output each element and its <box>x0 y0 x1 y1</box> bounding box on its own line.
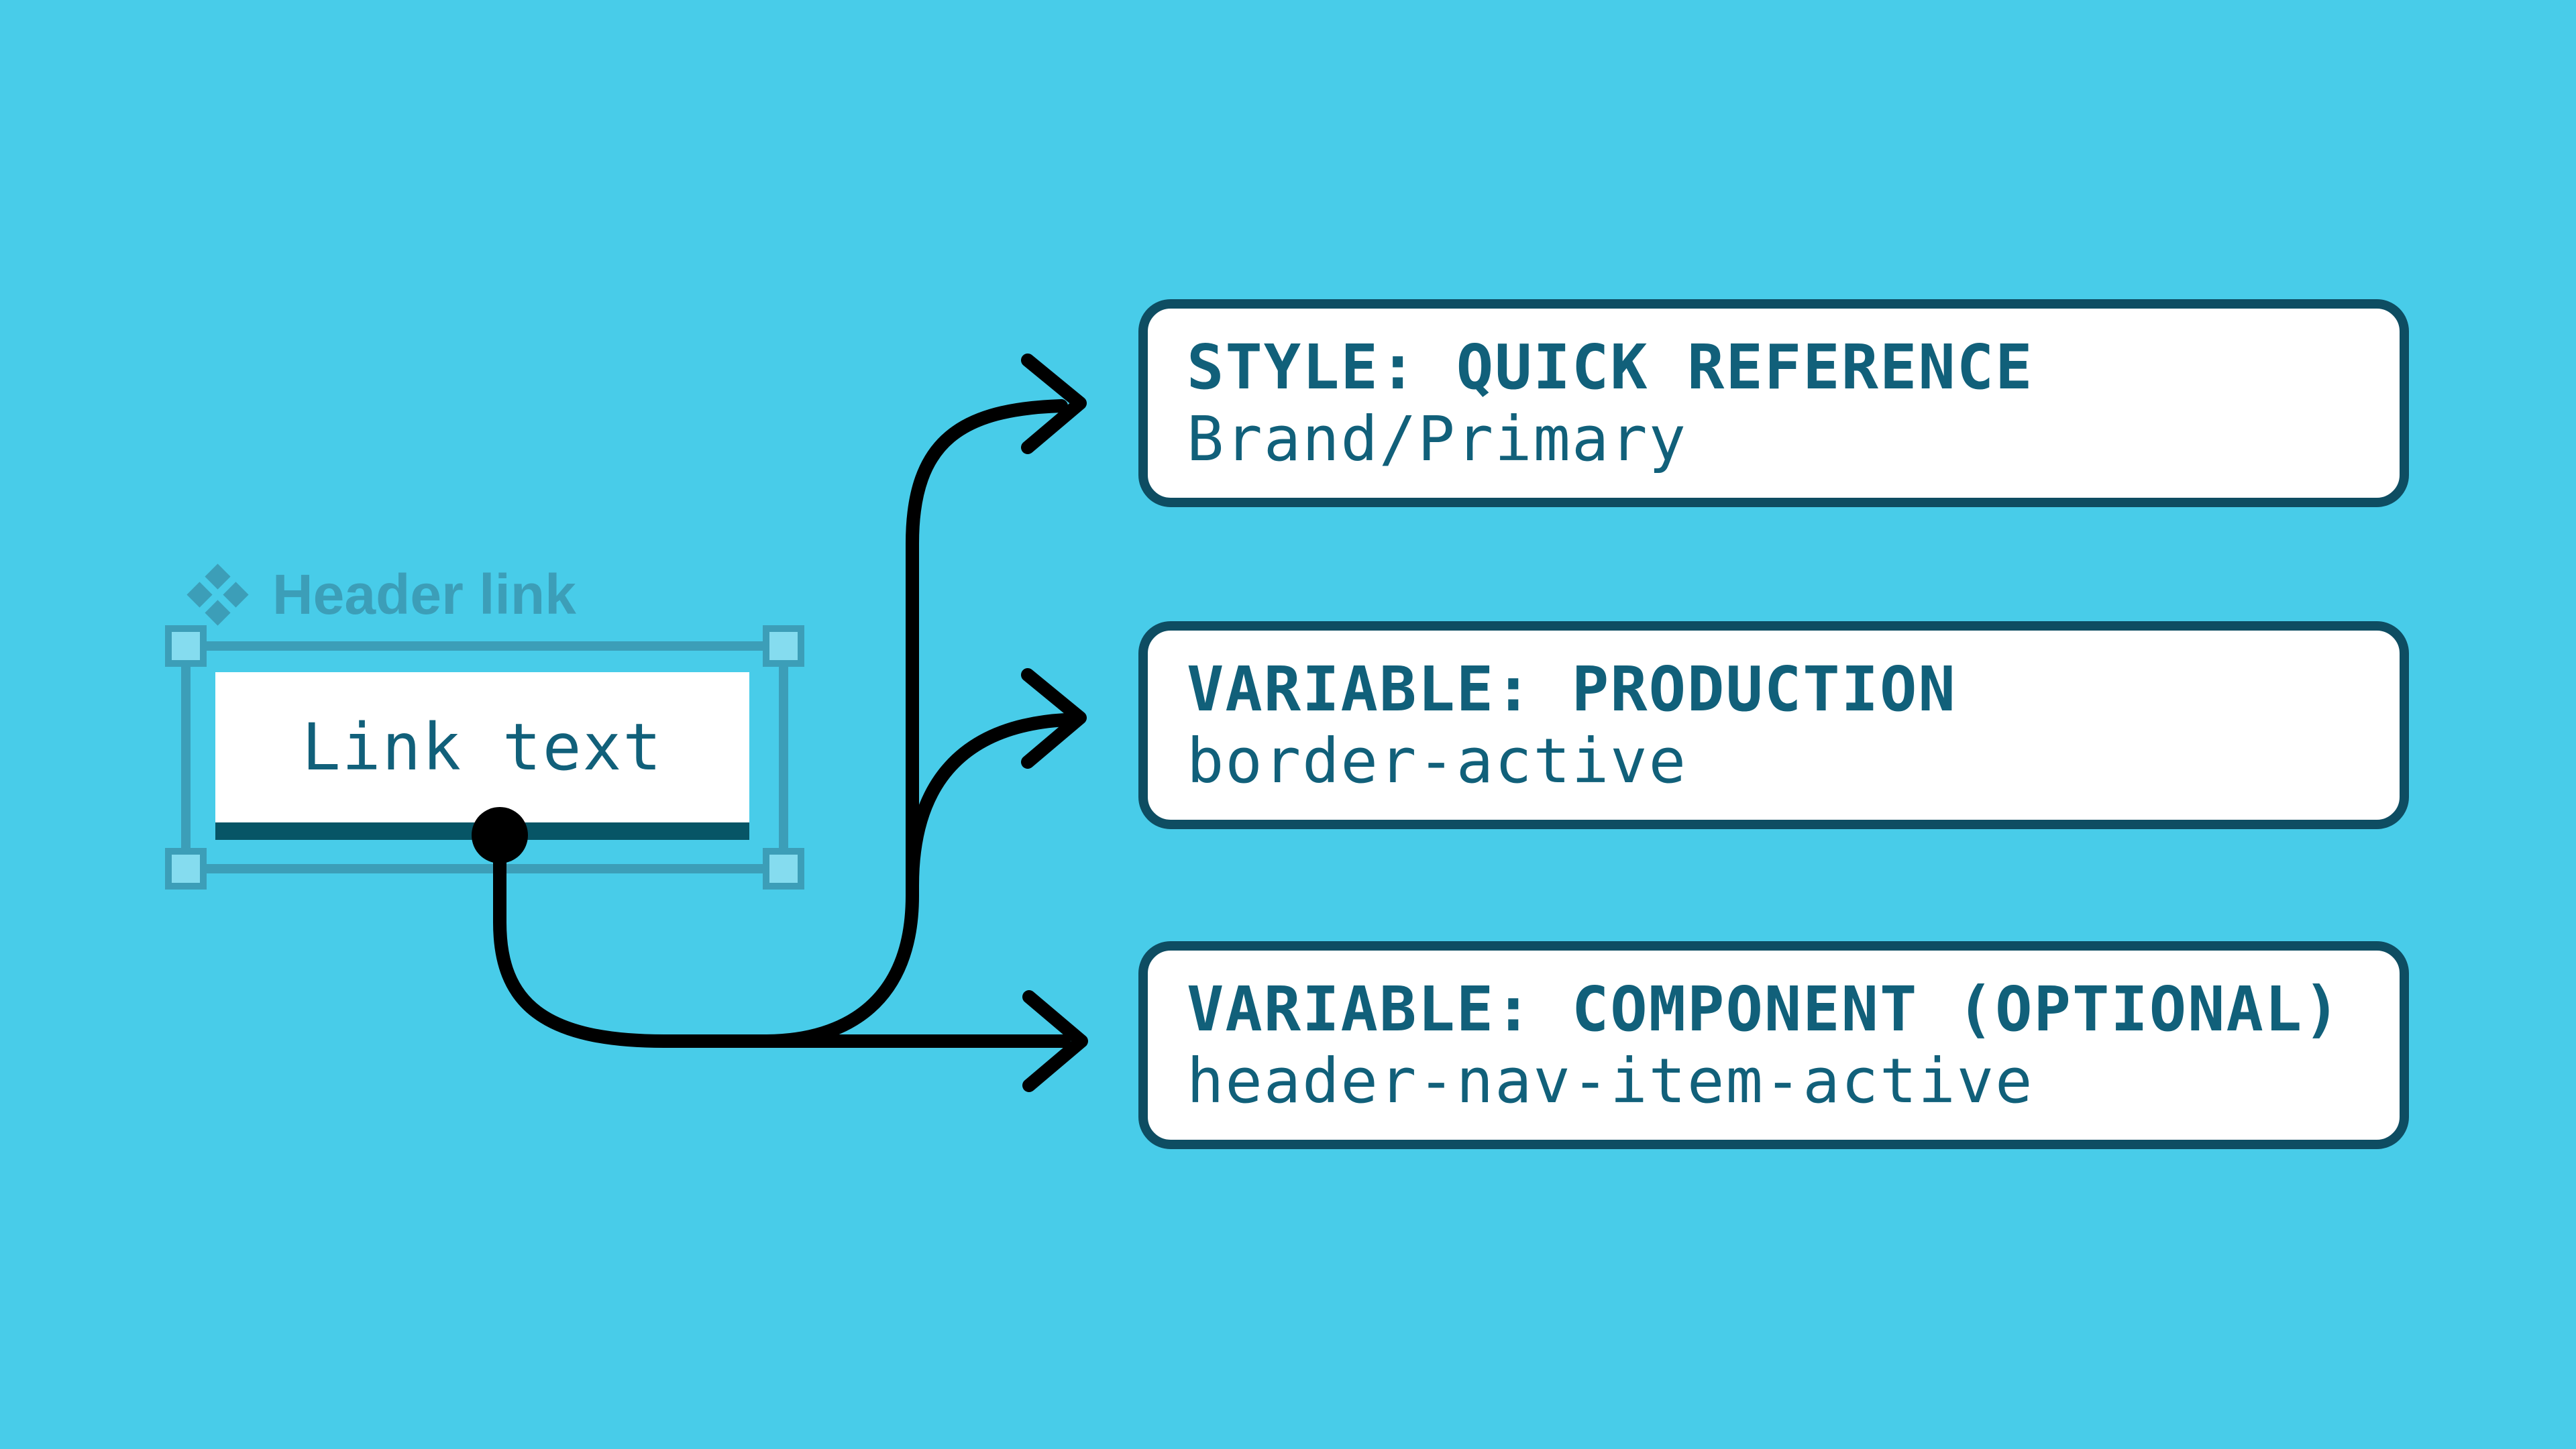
arrow-to-style <box>758 399 1068 1048</box>
figma-component-icon <box>186 564 249 626</box>
arrowhead-bottom <box>1022 990 1088 1092</box>
selection-handle-bottom-left <box>165 848 207 890</box>
card-title: VARIABLE: COMPONENT (OPTIONAL) <box>1187 973 2342 1045</box>
card-value: header-nav-item-active <box>1187 1045 2034 1117</box>
arrow-to-production-variable <box>906 713 1072 892</box>
active-border-indicator <box>215 822 749 840</box>
card-value: Brand/Primary <box>1187 403 1688 475</box>
header-link-element: Link text <box>215 672 749 840</box>
card-title: VARIABLE: PRODUCTION <box>1187 653 1957 725</box>
component-label: Header link <box>186 561 576 628</box>
selection-handle-top-right <box>763 625 804 667</box>
selection-handle-bottom-right <box>763 848 804 890</box>
component-variable-card: VARIABLE: COMPONENT (OPTIONAL) header-na… <box>1138 941 2409 1149</box>
card-value: border-active <box>1187 725 1688 797</box>
style-reference-card: STYLE: QUICK REFERENCE Brand/Primary <box>1138 299 2409 507</box>
arrowhead-middle <box>1021 668 1087 769</box>
card-title: STYLE: QUICK REFERENCE <box>1187 331 2034 403</box>
component-name-label: Header link <box>272 562 576 626</box>
arrowhead-top <box>1021 354 1087 454</box>
production-variable-card: VARIABLE: PRODUCTION border-active <box>1138 621 2409 829</box>
selection-handle-top-left <box>165 625 207 667</box>
link-text-label: Link text <box>301 710 663 785</box>
